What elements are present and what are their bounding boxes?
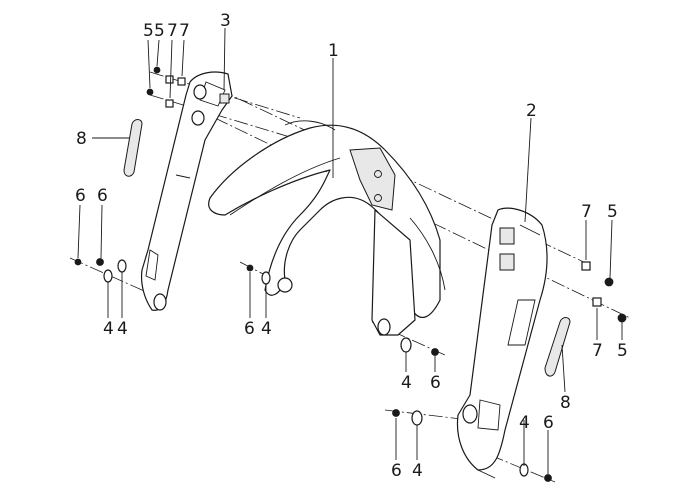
- bolt-item-6: [392, 409, 400, 417]
- axis-line: [69, 257, 161, 299]
- callout-8: 8: [76, 129, 87, 149]
- callout-6: 6: [391, 461, 402, 481]
- callout-5: 5: [617, 341, 628, 361]
- bolt-item-6: [96, 258, 104, 266]
- callout-4: 4: [412, 461, 423, 481]
- callout-6: 6: [244, 319, 255, 339]
- callout-7: 7: [179, 21, 190, 41]
- clip-nut-item-7: [581, 261, 591, 271]
- clip-nut-item-7: [592, 297, 602, 307]
- left-side-plate-part-3: [140, 71, 233, 311]
- nut-item-5: [146, 88, 154, 96]
- callout-7: 7: [592, 341, 603, 361]
- nut-item-5: [153, 66, 161, 74]
- callout-6: 6: [430, 373, 441, 393]
- reflector-pad-part-8: [544, 317, 571, 377]
- callout-5: 5: [143, 21, 154, 41]
- washer-item-4: [411, 410, 423, 426]
- bolt-item-6: [246, 264, 254, 272]
- axis-line: [384, 409, 471, 421]
- washer-item-4: [400, 337, 412, 353]
- clip-nut-item-7: [165, 75, 174, 84]
- callout-1: 1: [328, 41, 339, 61]
- callout-4: 4: [103, 319, 114, 339]
- front-fender-part-1: [208, 120, 446, 336]
- callout-6: 6: [75, 186, 86, 206]
- axis-line: [149, 94, 301, 141]
- clip-nut-item-7: [177, 77, 186, 86]
- callout-7: 7: [581, 202, 592, 222]
- reflector-pad-part-8: [123, 119, 143, 177]
- washer-item-4: [261, 271, 271, 285]
- callout-8: 8: [560, 393, 571, 413]
- clip-nut-item-7: [165, 99, 174, 108]
- callout-2: 2: [526, 101, 537, 121]
- washer-item-4: [103, 269, 113, 283]
- leader-lines: [77, 27, 623, 474]
- callout-3: 3: [220, 11, 231, 31]
- bolt-item-6: [74, 258, 82, 266]
- right-side-plate-part-2: [456, 207, 548, 479]
- callout-5: 5: [154, 21, 165, 41]
- nut-item-5: [604, 277, 614, 287]
- fasteners: [74, 66, 627, 482]
- bolt-item-6: [431, 348, 439, 356]
- callout-4: 4: [117, 319, 128, 339]
- bolt-item-6: [544, 474, 552, 482]
- callout-6: 6: [543, 413, 554, 433]
- callout-4: 4: [519, 413, 530, 433]
- callout-5: 5: [607, 202, 618, 222]
- callout-labels: 5 5 7 7 3 1 2 8 6 6 4 4 6 4 7 5 7 5 4 6 …: [75, 11, 628, 481]
- callout-7: 7: [167, 21, 178, 41]
- callout-4: 4: [401, 373, 412, 393]
- callout-6: 6: [97, 186, 108, 206]
- callout-4: 4: [261, 319, 272, 339]
- nut-item-5: [617, 313, 627, 323]
- washer-item-4: [117, 259, 127, 273]
